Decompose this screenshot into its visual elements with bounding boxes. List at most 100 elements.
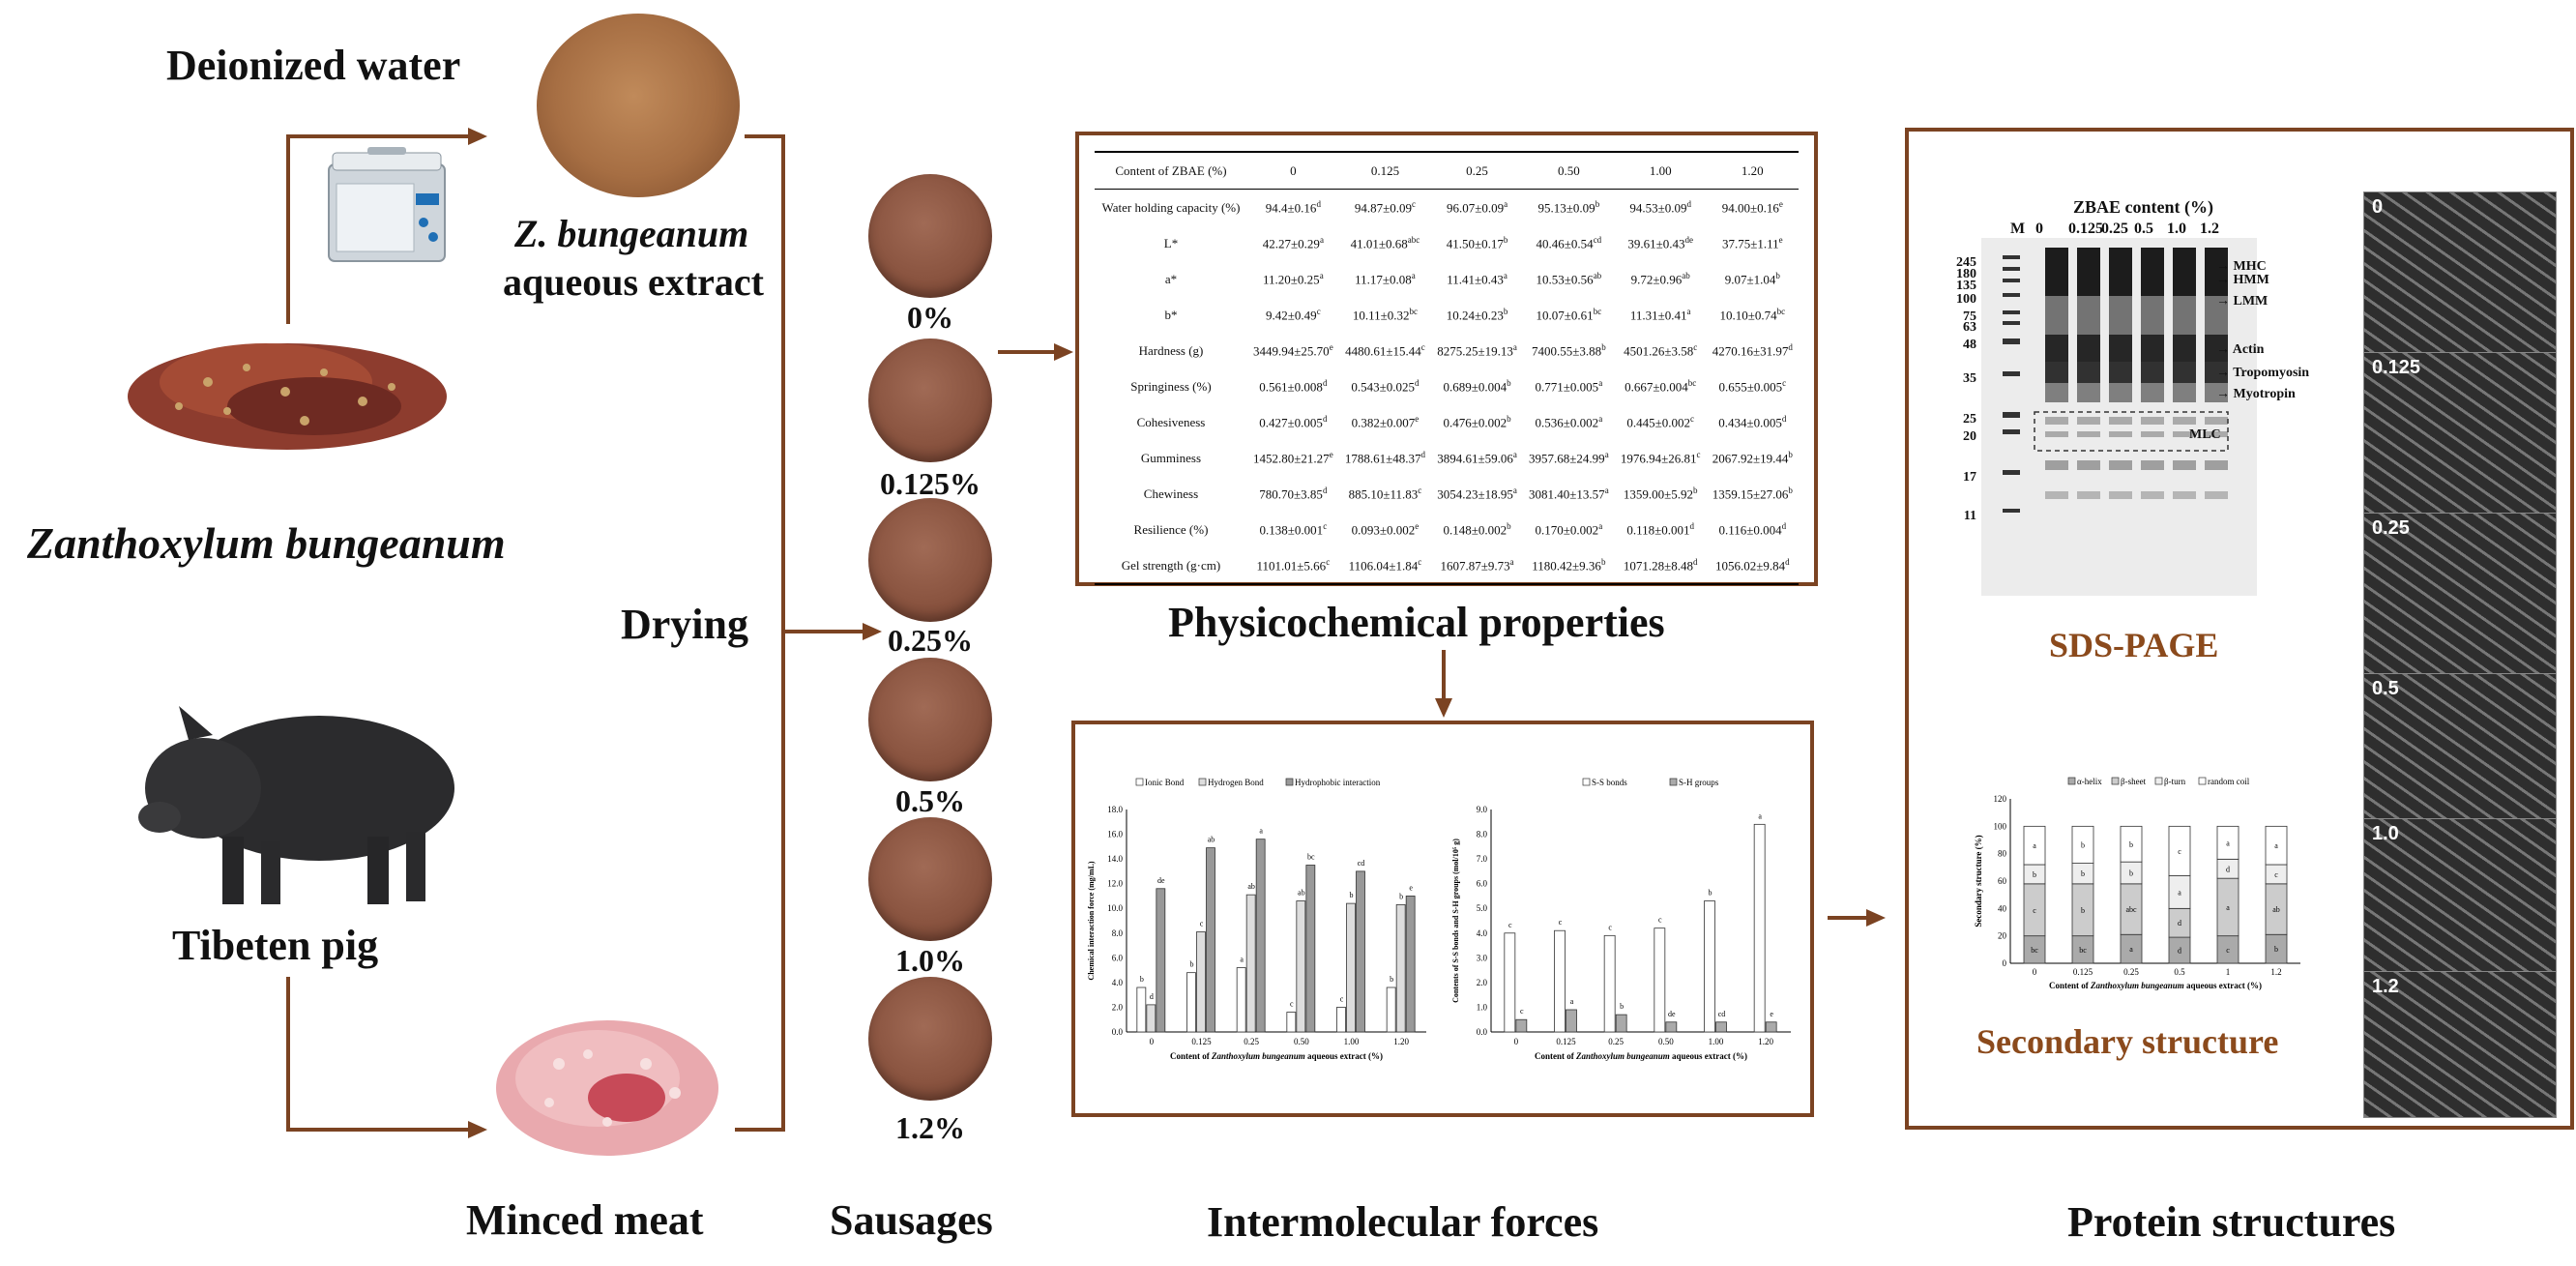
bar-significance-letter: c <box>1608 923 1612 931</box>
gel-band <box>2045 335 2068 362</box>
table-cell: 10.53±0.56ab <box>1536 270 1602 287</box>
sem-image-10: 1.0 <box>2363 818 2557 992</box>
gel-band <box>2077 383 2100 402</box>
table-cell: 4270.16±31.97d <box>1712 341 1793 359</box>
y-tick-label: 12.0 <box>1107 879 1123 889</box>
y-tick-label: 40 <box>1998 903 2007 913</box>
table-cell: 11.17±0.08a <box>1355 270 1416 287</box>
table-header-cell: 1.00 <box>1649 162 1672 178</box>
bracket-bottom <box>735 1128 785 1132</box>
table-cell: 1359.15±27.06b <box>1712 485 1793 502</box>
sds-marker-label: 35 <box>1963 371 1976 386</box>
sem-label-05: 0.5 <box>2372 678 2399 699</box>
y-tick-label: 4.0 <box>1477 928 1488 938</box>
y-tick-label: 2.0 <box>1477 978 1488 987</box>
table-cell: 1106.04±1.84c <box>1348 556 1422 574</box>
gel-band <box>2045 383 2068 402</box>
table-cell: 3894.61±59.06a <box>1437 449 1517 466</box>
bar-s-s-bonds <box>1504 932 1516 1033</box>
gel-band <box>2109 296 2132 335</box>
segment-significance-letter: a <box>2274 841 2278 850</box>
gel-band <box>2205 296 2228 335</box>
table-cell: Chewiness <box>1143 486 1199 501</box>
sem-label-10: 1.0 <box>2372 823 2399 844</box>
gel-band <box>2173 491 2196 499</box>
gel-band <box>2077 460 2100 470</box>
sds-marker-label: 135 <box>1956 279 1976 293</box>
table-header-cell: 0.125 <box>1370 162 1400 178</box>
y-tick-label: 1.0 <box>1477 1002 1488 1012</box>
bar-significance-letter: ab <box>1247 882 1255 891</box>
bar-significance-letter: a <box>1758 811 1762 820</box>
bar-s-h-groups <box>1765 1021 1777 1033</box>
stacked-segment-3 <box>2216 825 2239 860</box>
table-cell: 0.667±0.004bc <box>1625 377 1697 395</box>
sds-band-label: → HMM <box>2216 273 2269 287</box>
table-cell: 0.561±0.008d <box>1259 377 1328 395</box>
table-cell: 0.445±0.002c <box>1626 413 1695 430</box>
table-cell: 3449.94±25.70e <box>1253 341 1333 359</box>
table-cell: a* <box>1164 271 1178 286</box>
flow-line-upper-horizontal <box>286 134 470 138</box>
sds-title: ZBAE content (%) <box>2073 197 2213 217</box>
bar-hydrogen-bond <box>1245 894 1256 1033</box>
bar-s-s-bonds <box>1704 900 1715 1033</box>
gel-band <box>2109 431 2132 437</box>
legend-label: random coil <box>2208 777 2250 786</box>
table-cell: 0.138±0.001c <box>1259 520 1328 538</box>
legend-label: Ionic Bond <box>1145 778 1185 787</box>
segment-significance-letter: c <box>2178 847 2181 856</box>
gel-band <box>2205 383 2228 402</box>
table-cell: 0.118±0.001d <box>1626 520 1695 538</box>
gel-band <box>2141 362 2164 383</box>
bar-significance-letter: a <box>1240 956 1244 964</box>
y-tick-label: 2.0 <box>1112 1002 1124 1012</box>
bar-ionic-bond <box>1386 986 1396 1033</box>
table-cell: 37.75±1.11e <box>1721 234 1783 251</box>
stacked-segment-3 <box>2168 825 2191 876</box>
x-tick-label: 1.00 <box>1344 1037 1360 1046</box>
sds-lane-label: 1.2 <box>2200 221 2219 237</box>
legend-swatch <box>1285 778 1294 786</box>
zanthoxylum-label: Zanthoxylum bungeanum <box>27 518 506 568</box>
bar-significance-letter: b <box>1399 892 1403 900</box>
y-tick-label: 6.0 <box>1477 879 1488 889</box>
gel-band <box>2205 335 2228 362</box>
gel-band <box>2173 460 2196 470</box>
sds-marker-label: 11 <box>1963 509 1976 523</box>
sem-image-05: 0.5 <box>2363 673 2557 847</box>
table-cell: 0.382±0.007e <box>1351 413 1420 430</box>
gel-band <box>2173 335 2196 362</box>
sem-label-12: 1.2 <box>2372 976 2399 997</box>
zanthoxylum-peppercorn-image <box>121 314 454 459</box>
gel-band <box>2109 362 2132 383</box>
bar-significance-letter: c <box>1658 916 1662 925</box>
bar-significance-letter: b <box>1709 889 1712 898</box>
segment-significance-letter: c <box>2226 946 2230 955</box>
bar-significance-letter: bc <box>1307 853 1315 862</box>
table-cell: 1607.87±9.73a <box>1440 556 1514 574</box>
gel-band <box>2173 383 2196 402</box>
secondary-structure-label: Secondary structure <box>1976 1022 2279 1061</box>
bar-significance-letter: c <box>1200 920 1204 928</box>
sds-lane-label: 0.25 <box>2101 221 2128 237</box>
sds-lane-label: 0.5 <box>2134 221 2153 237</box>
extract-label-2: aqueous extract <box>503 260 764 304</box>
segment-significance-letter: b <box>2129 869 2133 878</box>
gel-band <box>2109 491 2132 499</box>
sds-marker-label: 63 <box>1963 320 1976 335</box>
gel-band <box>2077 248 2100 296</box>
stacked-segment-3 <box>2071 825 2094 864</box>
y-tick-label: 7.0 <box>1477 854 1488 864</box>
bar-s-s-bonds <box>1753 823 1766 1033</box>
y-tick-label: 0 <box>2003 958 2007 968</box>
table-cell: 2067.92±19.44b <box>1712 449 1793 466</box>
table-cell: 1056.02±9.84d <box>1714 556 1790 574</box>
table-cell: 3957.68±24.99a <box>1529 449 1609 466</box>
ss-sh-chart: 0.01.02.03.04.05.06.07.08.09.00cc0.125ca… <box>1451 778 1791 1061</box>
bar-significance-letter: cd <box>1358 859 1365 868</box>
